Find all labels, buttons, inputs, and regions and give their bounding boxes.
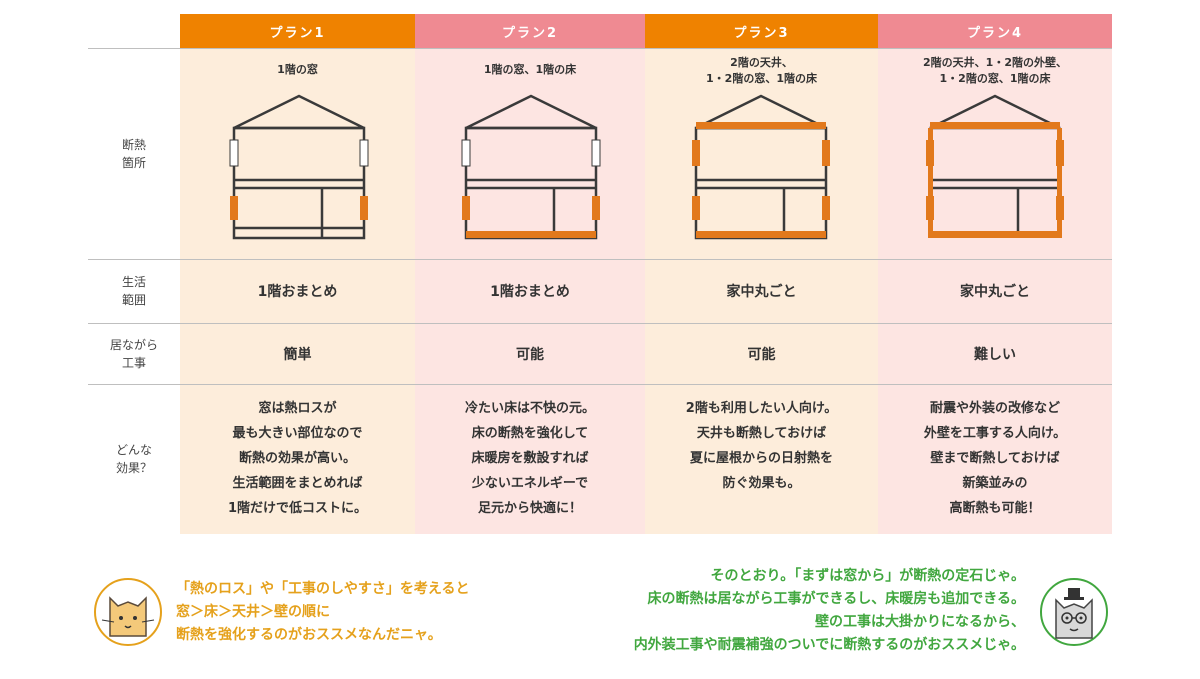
old-cat-glasses-icon <box>1040 578 1108 646</box>
plan3-while-living: 可能 <box>747 346 776 363</box>
divider <box>88 259 1112 260</box>
divider <box>88 384 1112 385</box>
window-1f-right-insulated <box>1056 196 1064 220</box>
floor-1f-insulated <box>466 231 596 238</box>
plan4-header: プラン4 <box>878 14 1112 48</box>
plan1-caption: 1階の窓 <box>277 63 318 76</box>
plan2-living-range: 1階おまとめ <box>490 284 570 300</box>
note-cat-left: 「熱のロス」や「工事のしやすさ」を考えると 窓＞床＞天井＞壁の順に 断熱を強化す… <box>176 581 470 643</box>
plan3-caption: 2階の天井、 1・2階の窓、1階の床 <box>706 56 817 85</box>
plan2-caption: 1階の窓、1階の床 <box>483 63 577 76</box>
window-2f-right-insulated <box>1056 140 1064 166</box>
plan4-house-diagram <box>926 94 1064 238</box>
plan1-effect: 窓は熱ロスが 最も大きい部位なので 断熱の効果が高い。 生活範囲をまとめれば 1… <box>227 401 368 516</box>
window-2f-left-insulated <box>926 140 934 166</box>
window-2f-right-insulated <box>822 140 830 166</box>
plan4-living-range: 家中丸ごと <box>960 284 1030 300</box>
plan2-house-diagram <box>461 94 601 240</box>
plan1-living-range: 1階おまとめ <box>257 284 338 300</box>
window-2f-left-insulated <box>692 140 700 166</box>
plan2-column <box>415 14 645 534</box>
row-label-while-living: 居ながら 工事 <box>109 337 158 370</box>
plan4-while-living: 難しい <box>974 346 1016 363</box>
plan3-effect: 2階も利用したい人向け。 天井も断熱しておけば 夏に屋根からの日射熱を 防ぐ効果… <box>685 401 838 491</box>
ceiling-2f-insulated <box>696 122 826 129</box>
floor-1f-insulated <box>696 231 826 238</box>
plan3-house-diagram <box>692 94 830 240</box>
window-1f-left-insulated <box>926 196 934 220</box>
plan2-header: プラン2 <box>415 14 645 48</box>
row-label-living-range: 生活 範囲 <box>121 275 146 307</box>
plan2-effect: 冷たい床は不快の元。 床の断熱を強化して 床暖房を敷設すれば 少ないエネルギーで… <box>464 401 595 516</box>
cat-face-icon <box>94 578 162 646</box>
ceiling-2f-insulated <box>930 122 1060 129</box>
divider <box>88 48 1112 49</box>
window-2f-right <box>359 139 369 167</box>
divider <box>88 323 1112 324</box>
window-1f-left-insulated <box>462 196 470 220</box>
window-2f-right <box>591 139 601 167</box>
plan4-effect: 耐震や外装の改修など 外壁を工事する人向け。 壁まで断熱しておけば 新築並みの … <box>923 401 1067 516</box>
window-1f-left-insulated <box>692 196 700 220</box>
plan3-header: プラン3 <box>645 14 878 48</box>
plan3-column <box>645 14 878 534</box>
plan1-header: プラン1 <box>180 14 415 48</box>
plan4-caption: 2階の天井、1・2階の外壁、 1・2階の窓、1階の床 <box>923 56 1067 85</box>
plan3-living-range: 家中丸ごと <box>726 284 797 300</box>
row-label-insulation-area: 断熱 箇所 <box>121 137 146 170</box>
wall-right-insulated <box>1057 128 1062 238</box>
floor-1f-insulated <box>930 231 1060 238</box>
note-elder-right: そのとおり。「まずは窓から」が断熱の定石じゃ。 床の断熱は居ながら工事ができるし… <box>633 568 1025 653</box>
row-label-effect: どんな 効果？ <box>115 443 152 475</box>
plan1-column <box>180 14 415 534</box>
plan4-column <box>878 14 1112 534</box>
window-1f-right-insulated <box>360 196 368 220</box>
plan1-while-living: 簡単 <box>283 346 312 363</box>
plan1-house-diagram <box>229 94 369 240</box>
window-1f-right-insulated <box>592 196 600 220</box>
plan2-while-living: 可能 <box>516 346 544 363</box>
wall-left-insulated <box>928 128 933 238</box>
window-2f-left <box>229 139 239 167</box>
window-1f-right-insulated <box>822 196 830 220</box>
window-1f-left-insulated <box>230 196 238 220</box>
window-2f-left <box>461 139 471 167</box>
